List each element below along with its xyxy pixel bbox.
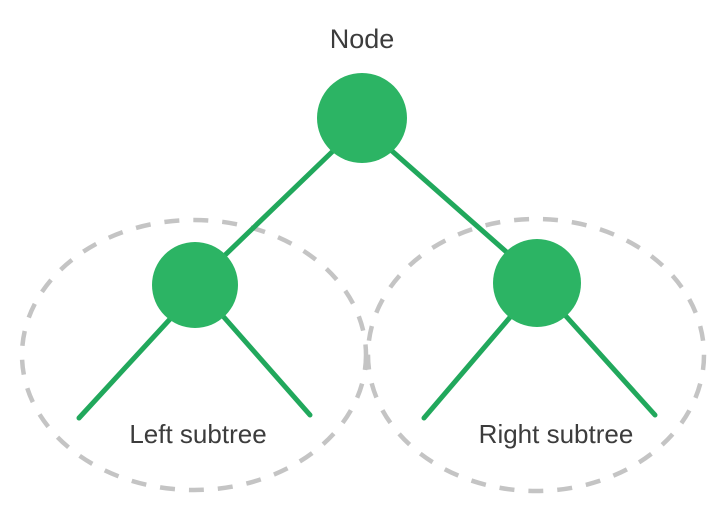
root-node[interactable] [317,73,407,163]
edge-root-to-right [389,148,514,259]
tree-edges [76,148,658,421]
subtree-outlines [19,216,707,494]
edge-left-to-leftleaf [76,315,174,421]
edge-right-to-rightleaf [561,311,658,418]
edge-left-to-rightleaf [219,312,313,418]
edge-right-to-leftleaf [421,312,515,421]
edge-root-to-left [219,148,336,261]
root-node-label: Node [330,24,395,54]
right-subtree-label: Right subtree [479,419,634,449]
left-subtree-label: Left subtree [129,419,266,449]
right-child-node[interactable] [493,239,581,327]
right-subtree-outline [365,216,707,494]
left-child-node[interactable] [152,242,238,328]
tree-nodes [152,73,581,328]
